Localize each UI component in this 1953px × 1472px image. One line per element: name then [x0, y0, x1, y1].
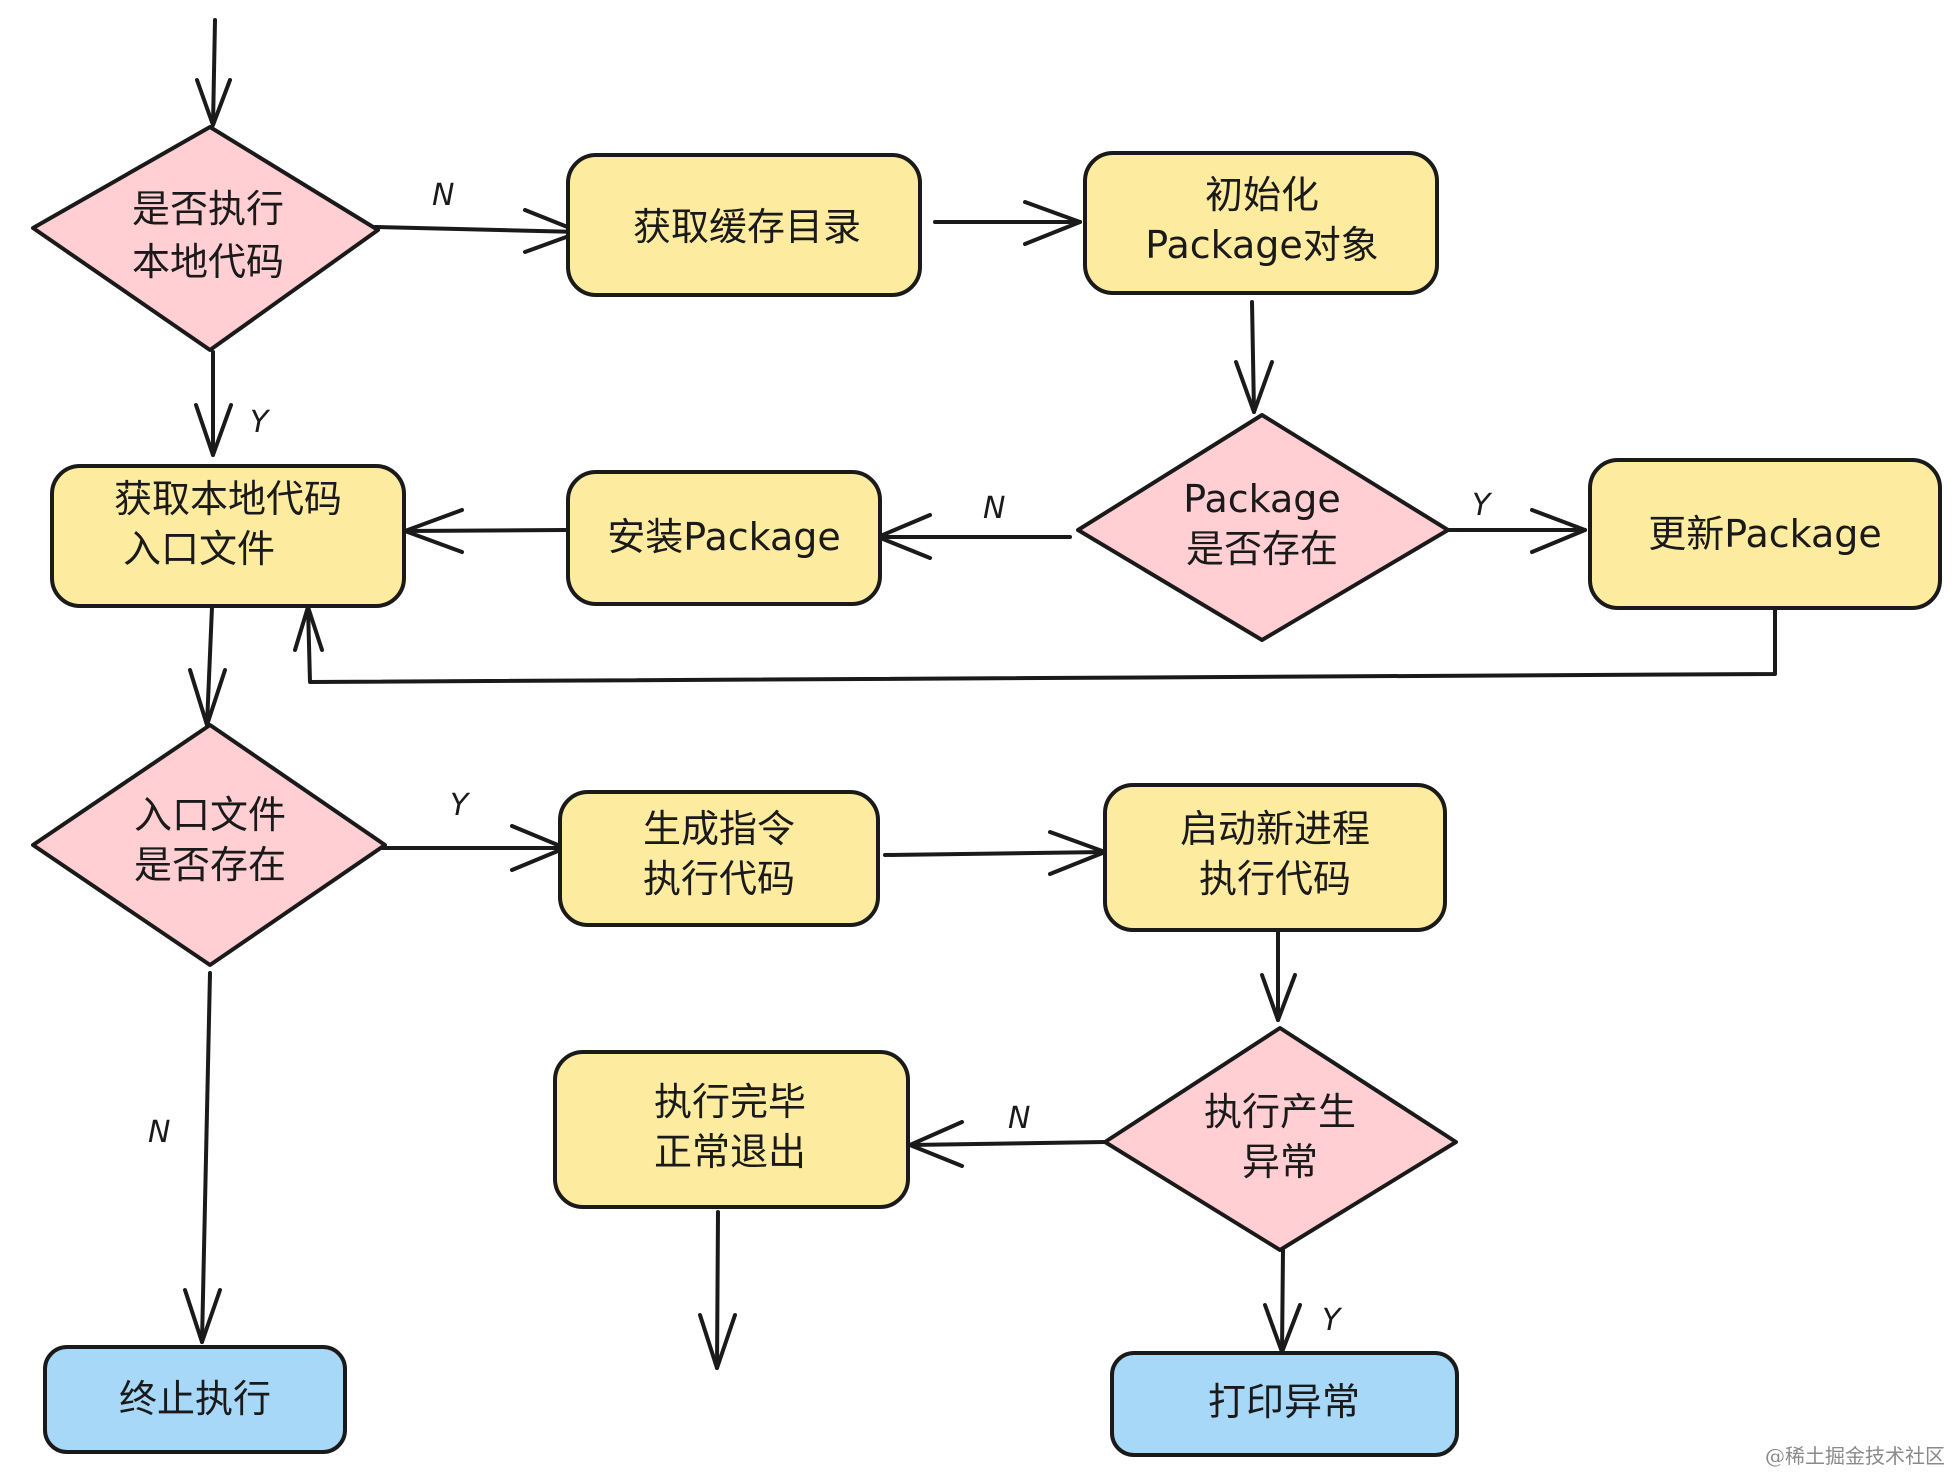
- process-update-package: 更新Package: [1588, 458, 1942, 610]
- label-entry-exists-yes: Y: [450, 788, 471, 823]
- edge-get-cache-to-init-package: [933, 200, 1082, 246]
- process-normal-exit: 执行完毕 正常退出: [553, 1050, 910, 1209]
- edge-is-local-to-get-entry: [194, 350, 233, 457]
- process-new-process: 启动新进程 执行代码: [1103, 783, 1447, 932]
- process-update-package-line1: 更新Package: [1648, 512, 1882, 556]
- edge-update-package-to-get-entry: [293, 605, 1777, 684]
- process-get-cache-line1: 获取缓存目录: [633, 205, 861, 249]
- decision-entry-exists-line2: 是否存在: [134, 843, 286, 887]
- label-entry-exists-no: N: [148, 1115, 170, 1150]
- decision-has-exception: 执行产生 异常: [1103, 1026, 1458, 1252]
- decision-has-exception-line2: 异常: [1242, 1140, 1318, 1184]
- decision-package-exists-line1: Package: [1183, 477, 1341, 521]
- process-get-cache: 获取缓存目录: [566, 153, 922, 297]
- edge-package-exists-to-update-package: [1443, 508, 1587, 554]
- terminal-print-exception-line1: 打印异常: [1208, 1380, 1360, 1424]
- label-has-exception-no: N: [1008, 1101, 1030, 1136]
- edge-get-entry-to-entry-exists: [188, 605, 227, 727]
- process-init-package-line2: Package对象: [1145, 223, 1379, 267]
- edge-entry-exists-to-terminate: [183, 971, 222, 1344]
- label-package-exists-yes: Y: [1472, 488, 1493, 523]
- label-has-exception-yes: Y: [1322, 1303, 1343, 1338]
- process-normal-exit-line1: 执行完毕: [654, 1080, 806, 1124]
- edge-start: [195, 18, 232, 127]
- process-init-package: 初始化 Package对象: [1083, 151, 1439, 295]
- process-init-package-line1: 初始化: [1205, 173, 1319, 217]
- label-package-exists-no: N: [983, 491, 1005, 526]
- edge-normal-exit-down: [698, 1210, 737, 1370]
- edge-init-package-to-package-exists: [1234, 300, 1274, 414]
- process-new-process-line1: 启动新进程: [1180, 807, 1370, 851]
- decision-is-local: 是否执行 本地代码: [31, 125, 380, 352]
- decision-has-exception-line1: 执行产生: [1204, 1090, 1356, 1134]
- process-gen-command-line2: 执行代码: [643, 857, 795, 901]
- process-gen-command-line1: 生成指令: [643, 807, 795, 851]
- terminal-terminate-line1: 终止执行: [119, 1377, 271, 1421]
- process-install-package-line1: 安装Package: [607, 515, 841, 559]
- decision-entry-exists: 入口文件 是否存在: [31, 723, 387, 967]
- edge-package-exists-to-install-package: [876, 513, 1072, 560]
- decision-package-exists-line2: 是否存在: [1186, 527, 1338, 571]
- edge-is-local-to-get-cache: [373, 208, 582, 254]
- process-install-package: 安装Package: [566, 470, 882, 606]
- decision-package-exists: Package 是否存在: [1076, 413, 1450, 642]
- edge-has-exception-to-print-exception: [1263, 1248, 1302, 1354]
- watermark: @稀土掘金技术社区: [1765, 1444, 1945, 1468]
- process-get-entry-line1: 获取本地代码: [114, 477, 342, 521]
- edge-gen-command-to-new-process: [883, 830, 1107, 876]
- edge-entry-exists-to-gen-command: [380, 824, 567, 872]
- process-normal-exit-line2: 正常退出: [654, 1130, 806, 1174]
- process-get-entry: 获取本地代码 入口文件: [50, 464, 406, 608]
- terminal-terminate: 终止执行: [43, 1345, 347, 1454]
- terminal-print-exception: 打印异常: [1110, 1351, 1459, 1457]
- process-gen-command: 生成指令 执行代码: [558, 790, 880, 927]
- label-is-local-yes: Y: [250, 405, 271, 440]
- process-get-entry-line2: 入口文件: [123, 527, 275, 571]
- decision-entry-exists-line1: 入口文件: [134, 793, 286, 837]
- edge-install-package-to-get-entry: [403, 508, 567, 554]
- decision-is-local-line2: 本地代码: [132, 240, 284, 284]
- decision-is-local-line1: 是否执行: [132, 187, 284, 231]
- label-is-local-no: N: [432, 178, 454, 213]
- edge-new-process-to-has-exception: [1260, 926, 1297, 1022]
- process-new-process-line2: 执行代码: [1199, 857, 1351, 901]
